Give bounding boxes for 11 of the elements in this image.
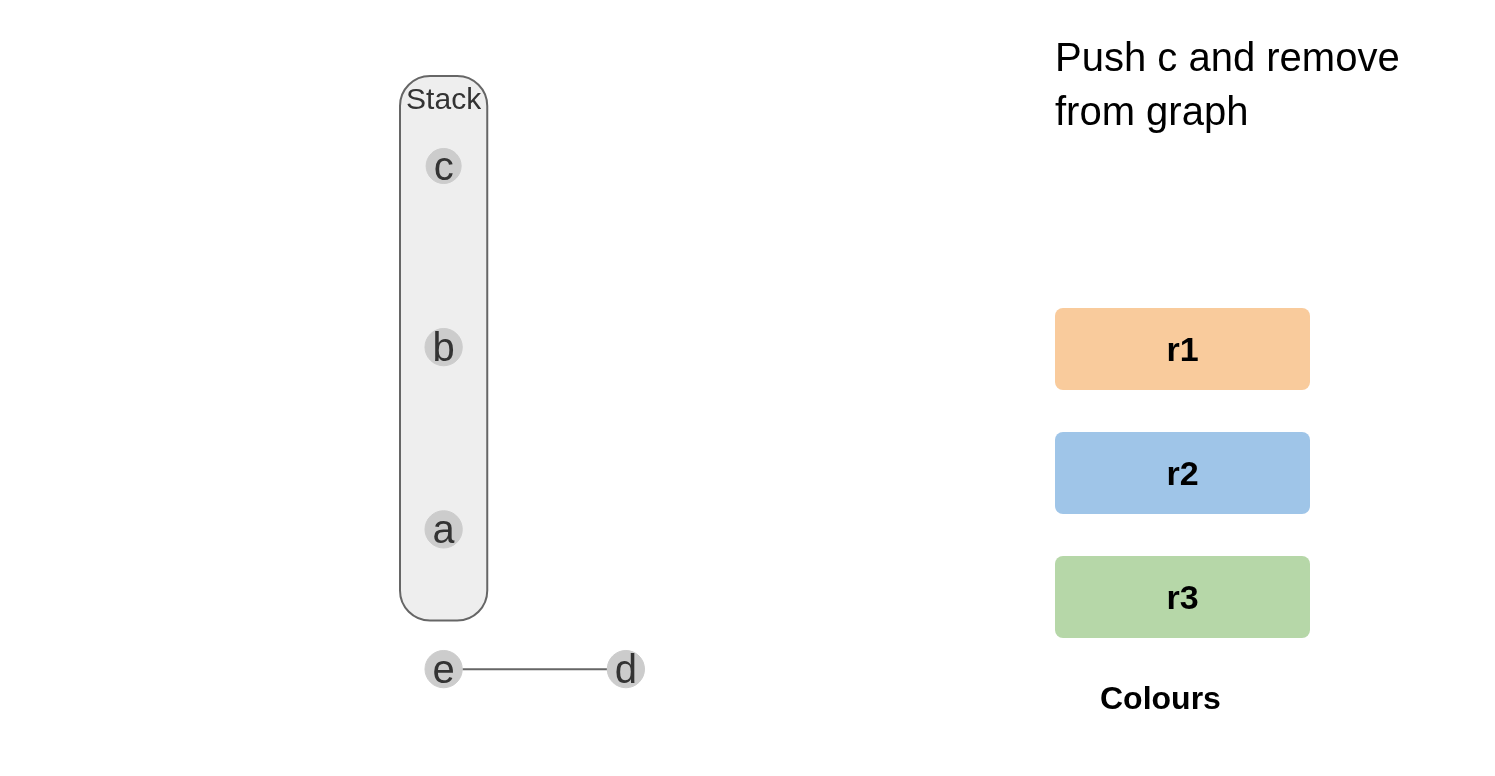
connector — [461, 668, 609, 671]
node-circle: e — [424, 650, 463, 689]
legend-label: r3 — [1166, 577, 1199, 617]
note-text: Push c and remove from graph — [1055, 34, 1401, 135]
node-circle: a — [424, 510, 463, 549]
node-circle: c — [425, 148, 462, 185]
legend-label: r1 — [1166, 329, 1199, 369]
legend-label: r2 — [1166, 453, 1199, 493]
node-circle: b — [424, 328, 463, 367]
node-circle: d — [607, 650, 646, 689]
legend-title: Colours — [1100, 680, 1222, 717]
